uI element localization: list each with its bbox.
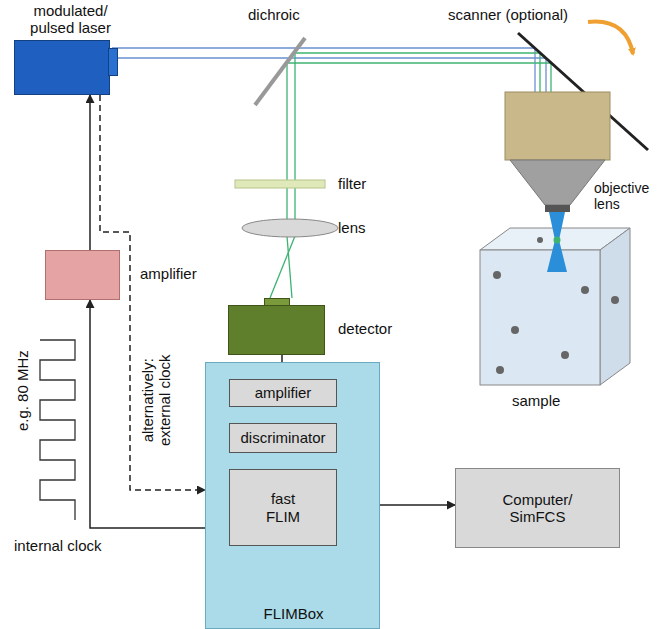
edge-label: internal clock — [14, 537, 102, 554]
node-label: amplifier — [255, 384, 312, 401]
component-label: dichroic — [248, 6, 300, 23]
node-label: Computer/ SimFCS — [493, 491, 583, 526]
clock-pulse-train — [40, 340, 75, 520]
frequency-label: e.g. 80 MHz — [13, 350, 30, 431]
detector-box: detector — [228, 298, 428, 355]
amplifier-box: amplifier — [45, 250, 215, 300]
sample-front — [480, 250, 600, 385]
component-label: filter — [338, 175, 366, 192]
component-label: lens — [338, 219, 366, 236]
node-label: FLIMBox — [206, 605, 381, 622]
discriminator-stage: discriminator — [229, 423, 337, 453]
focal-spot — [554, 237, 561, 244]
laser-aperture — [108, 48, 118, 76]
edge-label: alternatively: external clock — [139, 345, 174, 455]
sample-side — [600, 228, 630, 385]
node-label: detector — [338, 320, 392, 337]
flimbox-panel: FLIMBox amplifier discriminator fast FLIM — [205, 362, 380, 629]
component-label: objective lens — [594, 180, 658, 212]
node-label: amplifier — [140, 265, 197, 282]
signal-arrow — [89, 95, 91, 250]
laser-source-shape — [14, 40, 110, 95]
laser-source: modulated/ pulsed laser — [8, 2, 133, 97]
computer-box: Computer/ SimFCS — [455, 468, 620, 548]
filter-plate — [235, 180, 325, 188]
lens-shape — [242, 219, 338, 237]
node-label: modulated/ pulsed laser — [8, 2, 133, 37]
node-label: fast FLIM — [253, 490, 313, 525]
objective-tip — [545, 205, 570, 212]
detector-window — [264, 298, 290, 306]
fast-flim-unit: fast FLIM — [229, 469, 337, 546]
node-label: discriminator — [240, 429, 325, 446]
detector-box-shape — [228, 305, 325, 355]
component-label: sample — [512, 392, 560, 409]
objective-body — [505, 92, 610, 160]
component-label: scanner (optional) — [448, 6, 568, 23]
amplifier-box-shape — [45, 250, 120, 300]
focus-cone — [547, 212, 567, 272]
objective-cone — [510, 160, 605, 205]
amplifier-stage: amplifier — [229, 379, 337, 407]
dichroic-mirror — [255, 38, 305, 105]
rotation-arrow — [588, 22, 633, 54]
sample-particles — [493, 237, 619, 374]
